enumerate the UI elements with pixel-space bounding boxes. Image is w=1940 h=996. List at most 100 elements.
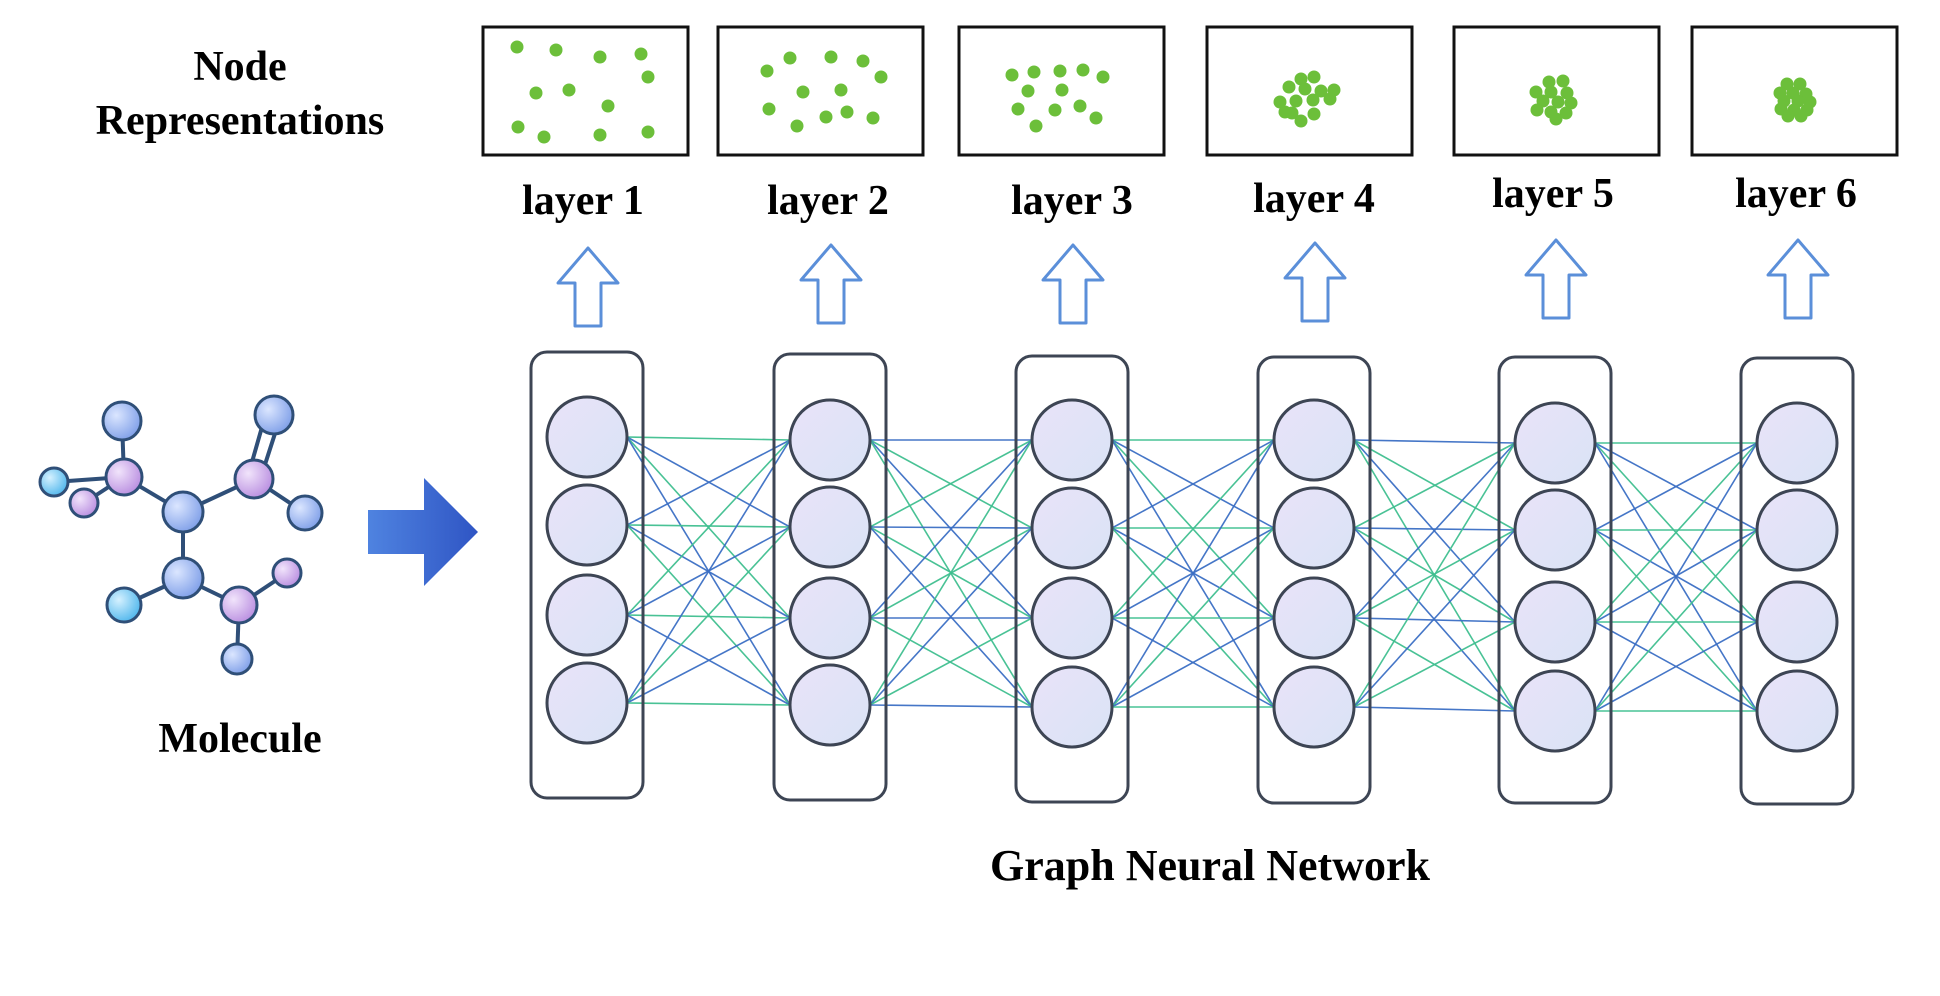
- connection-edge: [869, 439, 1033, 706]
- connection-edge: [1111, 617, 1275, 708]
- neuron-node: [545, 661, 629, 745]
- layer-label: layer 5: [1492, 171, 1614, 217]
- embedding-point: [866, 111, 880, 125]
- neuron-node: [788, 576, 872, 660]
- embedding-point: [1076, 63, 1090, 77]
- embedding-point: [1544, 85, 1558, 99]
- embedding-point: [641, 70, 655, 84]
- neuron-node: [1030, 665, 1114, 749]
- layer-box: [529, 350, 645, 800]
- connection-edge: [626, 439, 791, 526]
- connection-edge: [1111, 439, 1275, 619]
- connection-edge: [626, 526, 791, 704]
- molecule-icon: [38, 394, 324, 676]
- atom-node: [286, 494, 324, 532]
- connection-edge: [1353, 442, 1516, 529]
- node-representation-panel: [481, 25, 690, 157]
- embedding-point: [824, 50, 838, 64]
- layer-box: [1497, 355, 1613, 805]
- connection-edge: [626, 617, 791, 704]
- neuron-node: [1272, 398, 1356, 482]
- layer-column: [772, 352, 888, 802]
- embedding-point: [819, 110, 833, 124]
- embedding-point: [1307, 70, 1321, 84]
- connection-edge: [1111, 439, 1275, 529]
- embedding-point: [1073, 99, 1087, 113]
- node-rep-line1: Node: [193, 44, 287, 90]
- layer-label: layer 6: [1735, 171, 1857, 217]
- connection-edge: [626, 524, 791, 528]
- connection-edge: [1594, 442, 1758, 623]
- atom-node: [253, 394, 295, 436]
- layer-box: [772, 352, 888, 802]
- connection-edge: [869, 527, 1033, 706]
- connection-edge: [1353, 529, 1516, 708]
- atom-node: [219, 585, 259, 625]
- neuron-node: [1030, 576, 1114, 660]
- embedding-point: [1556, 74, 1570, 88]
- panel-frame: [716, 25, 925, 157]
- embedding-point: [1307, 107, 1321, 121]
- neuron-node: [788, 485, 872, 569]
- embedding-point: [1530, 103, 1544, 117]
- neuron-node: [1755, 669, 1839, 753]
- atom-node: [38, 466, 70, 498]
- gnn-label: Graph Neural Network: [990, 841, 1430, 890]
- neuron-node: [1272, 576, 1356, 660]
- embedding-point: [1294, 114, 1308, 128]
- up-arrow-icon: [556, 246, 620, 328]
- embedding-point: [1794, 109, 1808, 123]
- embedding-point: [1298, 82, 1312, 96]
- atom-node: [220, 642, 254, 676]
- up-arrow-icon: [1283, 241, 1347, 323]
- embedding-point: [1551, 95, 1565, 109]
- neuron-node: [788, 398, 872, 482]
- layer-box: [1256, 355, 1372, 805]
- atom-node: [105, 586, 143, 624]
- embedding-point: [593, 50, 607, 64]
- embedding-point: [1021, 84, 1035, 98]
- connection-edge: [869, 617, 1033, 706]
- right-arrow-icon: [368, 478, 478, 586]
- embedding-point: [1529, 85, 1543, 99]
- embedding-point: [783, 51, 797, 65]
- connection-edge: [626, 614, 791, 619]
- connection-edge: [1111, 527, 1275, 708]
- connection-edge: [1353, 442, 1516, 619]
- embedding-point: [529, 86, 543, 100]
- embedding-point: [874, 70, 888, 84]
- embedding-point: [1048, 103, 1062, 117]
- connection-edge: [1353, 621, 1516, 708]
- embedding-point: [1559, 106, 1573, 120]
- embedding-point: [760, 64, 774, 78]
- embedding-point: [1564, 96, 1578, 110]
- embedding-point: [1549, 112, 1563, 126]
- atom-node: [104, 457, 144, 497]
- neuron-node: [1513, 580, 1597, 664]
- embedding-point: [1294, 72, 1308, 86]
- neuron-node: [1272, 486, 1356, 570]
- embedding-point: [1053, 64, 1067, 78]
- embedding-point: [510, 40, 524, 54]
- connection-edge: [1353, 527, 1516, 531]
- connection-edge: [869, 439, 1033, 528]
- layer-label: layer 2: [767, 178, 889, 224]
- embedding-point: [1282, 80, 1296, 94]
- neuron-node: [788, 663, 872, 747]
- connection-edge: [1594, 529, 1758, 712]
- embedding-point: [562, 83, 576, 97]
- node-representation-panel: [1452, 25, 1661, 157]
- neuron-node: [1755, 488, 1839, 572]
- embedding-point: [1289, 94, 1303, 108]
- node-rep-line2: Representations: [95, 98, 385, 144]
- embedding-point: [1793, 77, 1807, 91]
- embedding-point: [790, 119, 804, 133]
- molecule-label: Molecule: [158, 716, 322, 762]
- connection-edge: [869, 526, 1033, 529]
- layer-column: [1497, 355, 1613, 805]
- layer-label: layer 3: [1011, 178, 1133, 224]
- embedding-point: [1096, 70, 1110, 84]
- connection-edge: [626, 439, 791, 704]
- neuron-node: [1755, 401, 1839, 485]
